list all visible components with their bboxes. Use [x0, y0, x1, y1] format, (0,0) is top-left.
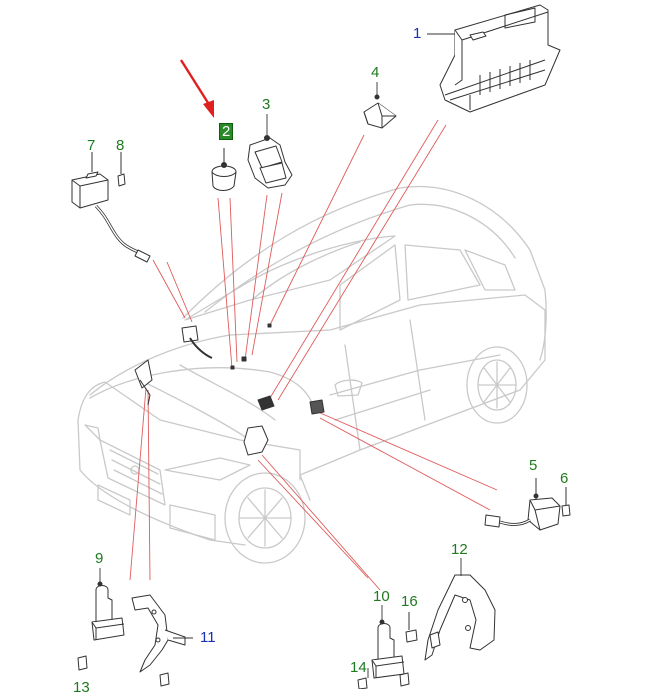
screw-part-6[interactable] [561, 487, 571, 517]
highlight-arrow [179, 59, 214, 118]
callout-2[interactable]: 2 [219, 123, 234, 140]
bracket-module-part-3[interactable] [247, 135, 293, 189]
callout-14[interactable]: 14 [350, 659, 367, 676]
callout-8[interactable]: 8 [116, 137, 125, 154]
callout-4[interactable]: 4 [371, 64, 380, 81]
callout-16[interactable]: 16 [401, 593, 418, 610]
sensor-part-2[interactable] [211, 148, 237, 191]
bracket-part-11[interactable] [131, 594, 186, 673]
control-module-part-1[interactable] [439, 4, 561, 113]
callout-3[interactable]: 3 [262, 96, 271, 113]
height-sensor-part-10[interactable] [371, 619, 410, 687]
sensor-connector-part-5[interactable] [484, 478, 561, 531]
small-module-part-4[interactable] [363, 94, 397, 129]
bolt-part-16[interactable] [405, 612, 418, 643]
callout-5[interactable]: 5 [529, 457, 538, 474]
vehicle-components [134, 323, 325, 456]
bolt-part-13[interactable] [77, 655, 170, 687]
callout-13[interactable]: 13 [73, 679, 90, 696]
sensor-harness-part-7[interactable] [71, 152, 151, 263]
callout-9[interactable]: 9 [95, 550, 104, 567]
callout-1[interactable]: 1 [413, 25, 422, 42]
vehicle-outline [77, 185, 547, 564]
clip-part-8[interactable] [117, 152, 126, 187]
bracket-part-12[interactable] [424, 574, 496, 661]
callout-12[interactable]: 12 [451, 541, 468, 558]
callout-6[interactable]: 6 [560, 470, 569, 487]
callout-7[interactable]: 7 [87, 137, 96, 154]
height-sensor-part-9[interactable] [91, 581, 125, 641]
callout-11[interactable]: 11 [200, 629, 216, 646]
leader-lines [129, 119, 498, 591]
nut-part-14[interactable] [357, 677, 368, 689]
callout-stubs [99, 33, 462, 678]
callout-10[interactable]: 10 [373, 588, 390, 605]
